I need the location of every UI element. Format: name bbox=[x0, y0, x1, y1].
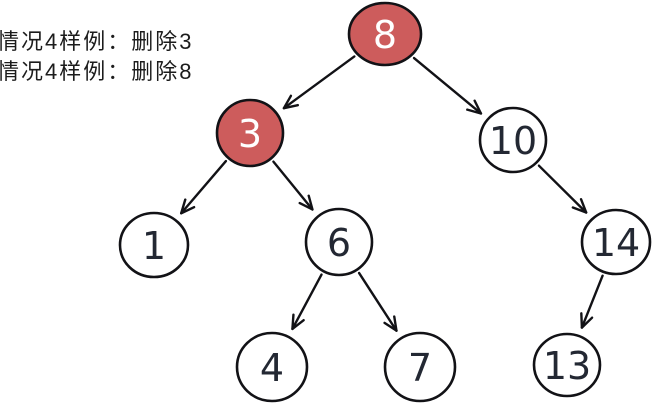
arrowhead-icon bbox=[298, 194, 314, 211]
tree-node-8: 8 bbox=[347, 1, 423, 67]
tree-node-13: 13 bbox=[532, 332, 602, 398]
arrowhead-icon bbox=[282, 94, 299, 110]
node-circle bbox=[383, 331, 457, 403]
tree-node-4: 4 bbox=[235, 331, 309, 403]
edge-3-1 bbox=[180, 159, 228, 215]
node-circle-highlighted bbox=[347, 1, 423, 67]
tree-node-10: 10 bbox=[478, 106, 548, 174]
node-label: 14 bbox=[592, 221, 640, 265]
edge-8-3 bbox=[282, 55, 356, 110]
node-circle bbox=[478, 106, 548, 174]
node-label: 1 bbox=[142, 224, 166, 268]
arrowhead-icon bbox=[180, 198, 196, 215]
tree-node-1: 1 bbox=[118, 211, 190, 279]
edge-14-13 bbox=[580, 274, 604, 329]
edge-6-7 bbox=[357, 271, 398, 332]
node-label: 10 bbox=[489, 119, 537, 163]
arrowhead-icon bbox=[383, 315, 398, 332]
node-circle bbox=[532, 332, 602, 398]
edge-3-6 bbox=[272, 160, 314, 211]
node-circle bbox=[580, 208, 652, 276]
node-label: 4 bbox=[260, 346, 284, 390]
arrowhead-icon bbox=[580, 312, 594, 329]
node-label: 6 bbox=[327, 221, 351, 265]
arrowhead-icon bbox=[291, 313, 305, 331]
annotation-line-2: 情况4样例：删除8 bbox=[0, 59, 194, 84]
node-circle bbox=[118, 211, 190, 279]
annotation-line-1: 情况4样例：删除3 bbox=[0, 29, 194, 54]
arrowhead-icon bbox=[466, 99, 483, 115]
tree-node-3: 3 bbox=[215, 98, 285, 168]
arrowhead-icon bbox=[571, 198, 588, 214]
tree-node-14: 14 bbox=[580, 208, 652, 276]
tree-node-6: 6 bbox=[304, 207, 374, 277]
edge-10-14 bbox=[537, 164, 588, 214]
edge-8-10 bbox=[412, 56, 483, 115]
node-label: 3 bbox=[238, 112, 262, 156]
node-circle bbox=[235, 331, 309, 403]
annotation-block: 情况4样例：删除3 情况4样例：删除8 bbox=[0, 27, 193, 87]
node-label: 13 bbox=[543, 344, 591, 388]
node-circle bbox=[304, 207, 374, 277]
node-label: 8 bbox=[373, 13, 397, 57]
tree-node-7: 7 bbox=[383, 331, 457, 403]
edge-6-4 bbox=[291, 273, 323, 331]
node-label: 7 bbox=[408, 346, 432, 390]
node-circle-highlighted bbox=[215, 98, 285, 168]
